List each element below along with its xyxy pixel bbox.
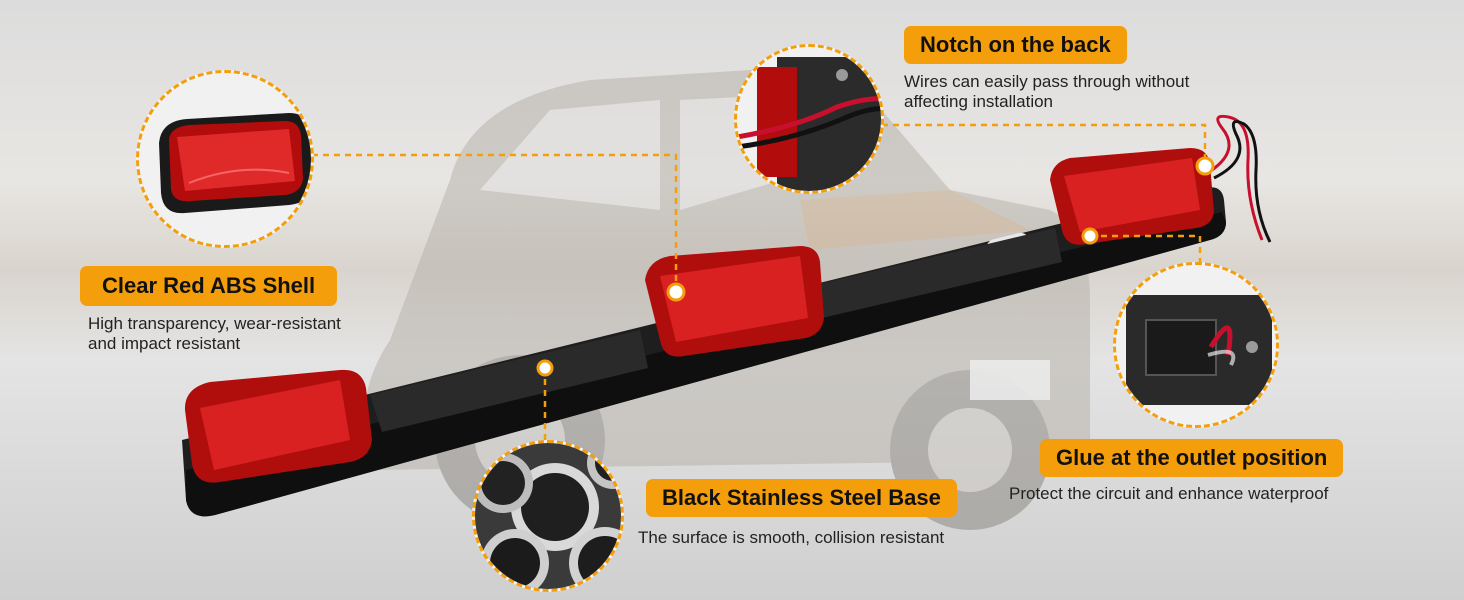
shell-description: High transparency, wear-resistant and im…	[88, 314, 341, 354]
glue-zoom-circle	[1113, 262, 1279, 428]
shell-zoom-circle	[136, 70, 314, 248]
notch-wire-closeup-icon	[737, 47, 881, 191]
shell-title: Clear Red ABS Shell	[80, 266, 338, 306]
notch-desc-line2: affecting installation	[904, 92, 1054, 111]
steel-tubes-closeup-icon	[475, 443, 621, 589]
base-zoom-circle	[472, 440, 624, 592]
notch-title: Notch on the back	[904, 26, 1127, 64]
red-lamp-closeup-icon	[139, 73, 311, 245]
base-description: The surface is smooth, collision resista…	[638, 528, 945, 547]
glue-description: Protect the circuit and enhance waterpro…	[1009, 484, 1329, 503]
glue-title: Glue at the outlet position	[1040, 439, 1344, 477]
glue-outlet-closeup-icon	[1116, 265, 1276, 425]
base-title: Black Stainless Steel Base	[646, 479, 957, 517]
notch-description: Wires can easily pass through without af…	[904, 72, 1189, 112]
notch-zoom-circle	[734, 44, 884, 194]
shell-desc-line1: High transparency, wear-resistant	[88, 314, 341, 333]
notch-desc-line1: Wires can easily pass through without	[904, 72, 1190, 91]
shell-desc-line2: and impact resistant	[88, 334, 241, 353]
